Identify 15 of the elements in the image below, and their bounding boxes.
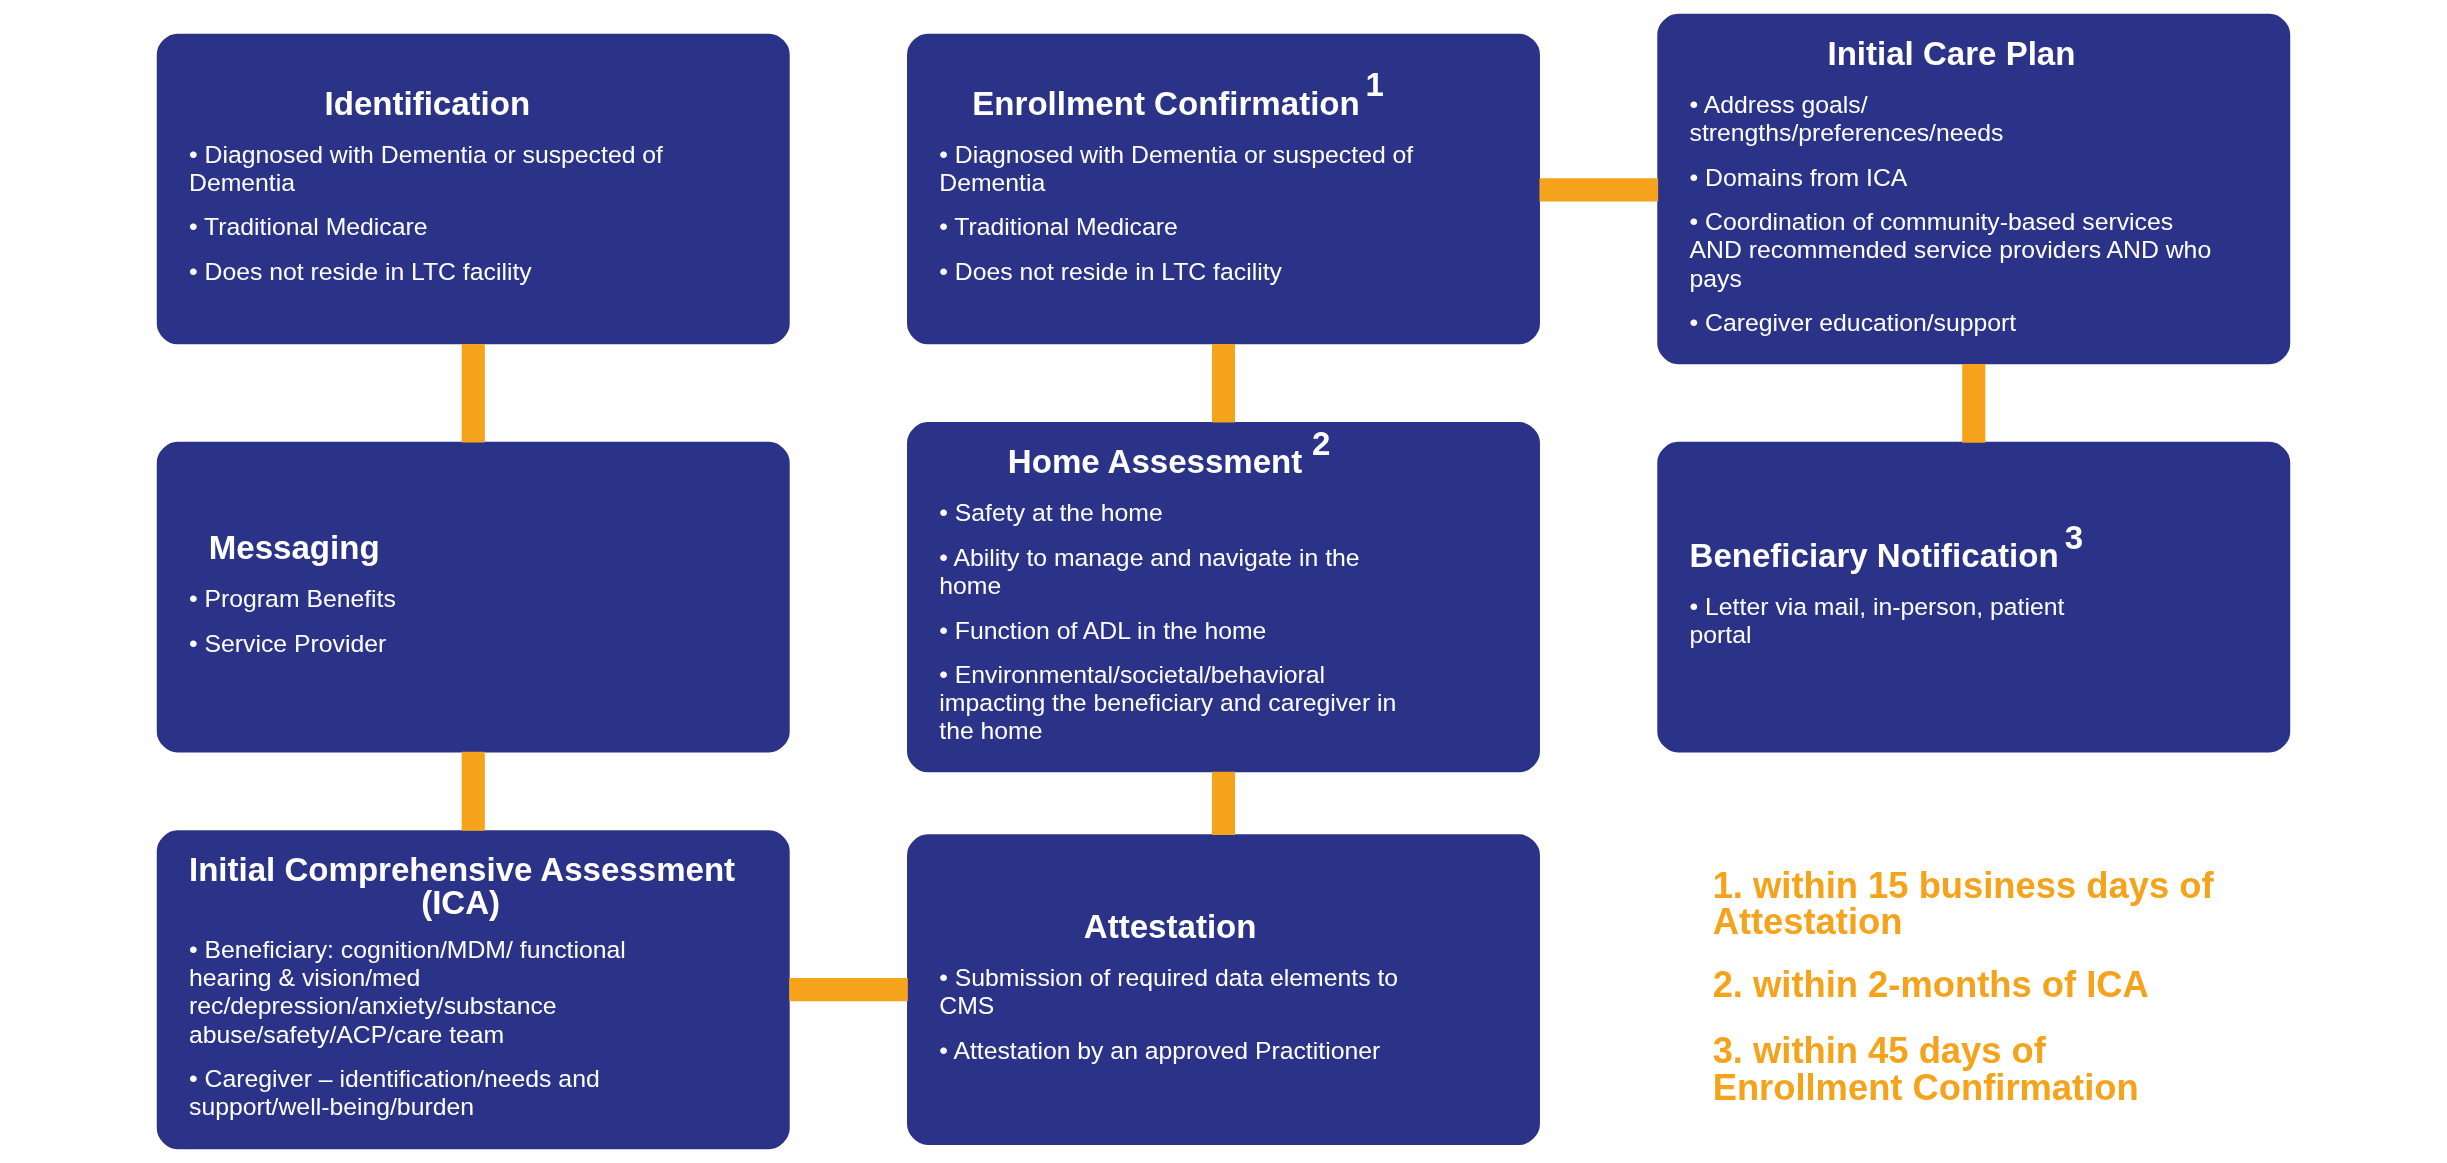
label: 3. within 45 days of Enrollment Confirmation [1712, 1030, 2139, 1108]
label: 1. within 15 business days of Attestation [1712, 865, 2214, 943]
connector [1211, 771, 1236, 835]
node-box: Identification • Diagnosed with Dementia or suspected of Dementia • Traditional Medicare • Does not reside in LTC facility [156, 33, 790, 345]
connector [1211, 343, 1236, 423]
connector [1962, 363, 1986, 443]
label: 2. within 2-months of ICA [1712, 964, 2149, 1006]
node-box: Initial Comprehensive Assessment (ICA) • Beneficiary: cognition/MDM/ functional hearing & vision/med rec/depression/anxiety/substance abuse/safety/ACP/care team • Caregiver – identification/needs and support/well-being/burden [156, 830, 790, 1150]
node-box: Messaging • Program Benefits • Service Provider [156, 441, 790, 753]
connector [1539, 178, 1659, 202]
node-box: Attestation • Submission of required data elements to CMS • Attestation by an approved Practitioner [907, 834, 1540, 1145]
node-box: Initial Care Plan • Address goals/ strengths/preferences/needs • Domains from ICA • Coordination of community-based services AND recommended service providers AND who pays • Caregiver education/support [1657, 13, 2291, 365]
connector [789, 978, 908, 1002]
connector [461, 751, 485, 831]
connector [461, 343, 485, 443]
